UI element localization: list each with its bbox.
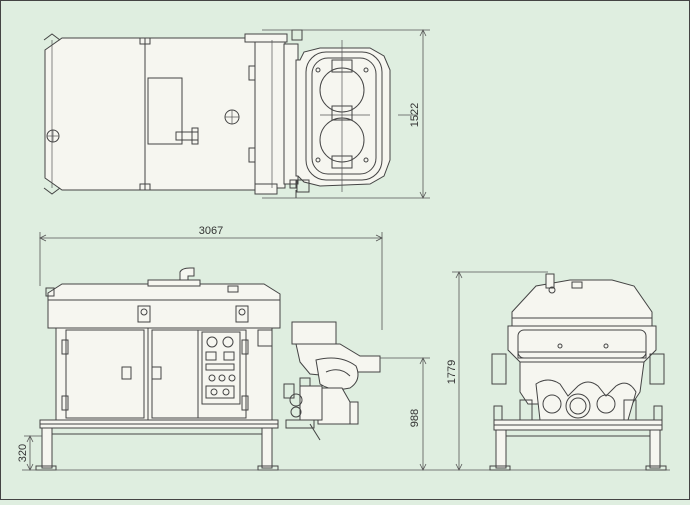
base-leg xyxy=(495,429,507,469)
dimension-overall-height: 1779 xyxy=(446,271,548,471)
dimension-label-outlet-height: 988 xyxy=(409,409,421,427)
base-leg xyxy=(649,429,661,469)
pump-housing xyxy=(295,47,391,187)
gauge-icon xyxy=(206,336,218,348)
dimension-outlet-height: 988 xyxy=(380,357,430,471)
plan-enclosure xyxy=(44,37,263,191)
plan-inspection-hatch xyxy=(147,77,183,145)
base-leg xyxy=(41,427,53,469)
pump-suction-box xyxy=(291,321,337,345)
plan-view xyxy=(43,29,391,198)
gauge-icon xyxy=(222,336,234,348)
pump-volute xyxy=(315,357,359,390)
front-elevation xyxy=(35,267,381,471)
dimension-plan-depth: 1522 xyxy=(262,29,430,199)
dimension-base-height: 320 xyxy=(17,435,42,471)
dimension-overall-length: 3067 xyxy=(39,225,383,330)
side-elevation xyxy=(489,273,667,471)
elevation-roof xyxy=(47,283,281,329)
base-leg xyxy=(261,427,273,469)
side-body xyxy=(507,325,657,363)
dimension-label-overall-height: 1779 xyxy=(446,360,458,384)
dimension-label-plan-depth: 1522 xyxy=(409,103,421,127)
dimension-label-overall-length: 3067 xyxy=(199,225,223,237)
dimension-label-base-height: 320 xyxy=(17,444,29,462)
plan-end-panel xyxy=(254,39,286,189)
